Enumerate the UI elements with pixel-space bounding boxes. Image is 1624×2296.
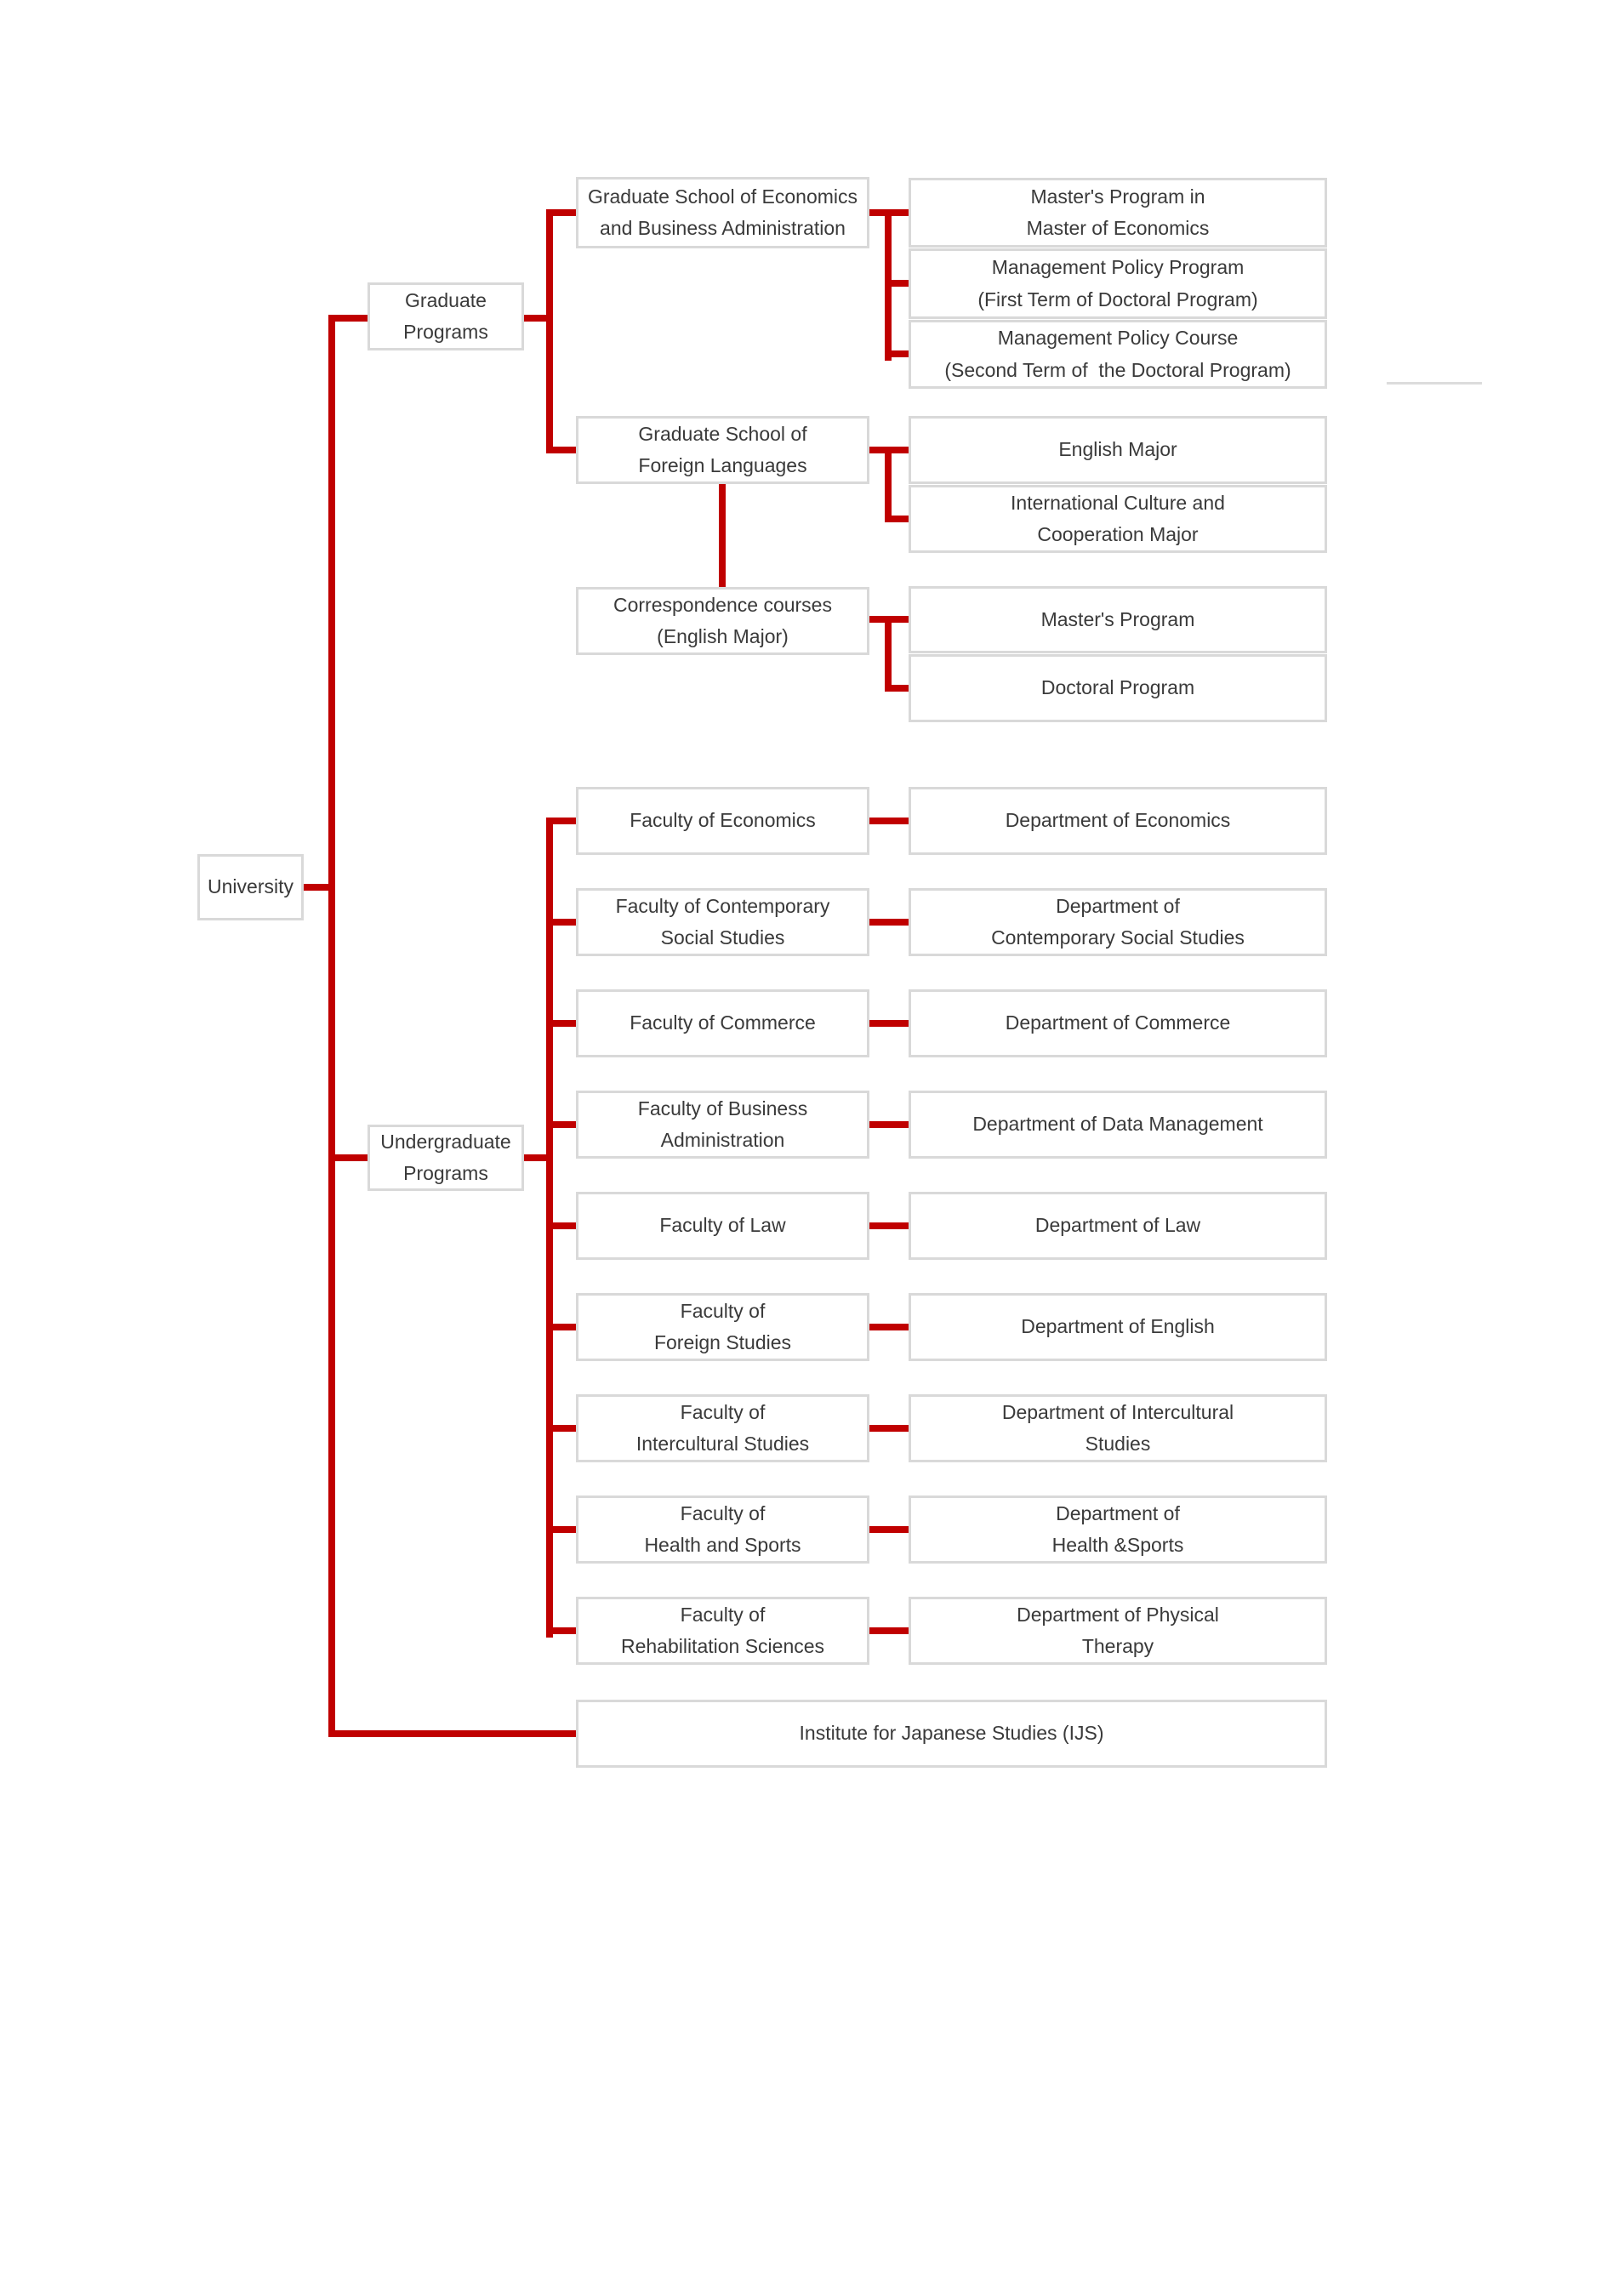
node-english-major: English Major bbox=[909, 416, 1327, 484]
node-intl-culture-major: International Culture and Cooperation Ma… bbox=[909, 485, 1327, 553]
node-faculty-law: Faculty of Law bbox=[576, 1192, 869, 1260]
connector-correspondence-children-trunk bbox=[885, 616, 892, 692]
node-faculty-commerce: Faculty of Commerce bbox=[576, 989, 869, 1057]
node-dept-health-sports: Department of Health &Sports bbox=[909, 1496, 1327, 1564]
connector-to-faculty-business bbox=[546, 1121, 576, 1128]
connector-to-faculty-rehabilitation bbox=[546, 1627, 576, 1634]
connector-main-trunk bbox=[328, 315, 335, 1737]
connector-foreign-to-correspondence bbox=[719, 484, 726, 587]
node-dept-data-management: Department of Data Management bbox=[909, 1091, 1327, 1159]
connector-to-faculty-intercultural bbox=[546, 1425, 576, 1432]
node-faculty-foreign-studies: Faculty of Foreign Studies bbox=[576, 1293, 869, 1361]
connector-graduate-trunk bbox=[546, 209, 553, 453]
connector-intercultural-to-dept bbox=[869, 1425, 909, 1432]
node-faculty-health: Faculty of Health and Sports bbox=[576, 1496, 869, 1564]
node-correspondence-masters: Master's Program bbox=[909, 586, 1327, 653]
connector-trunk-to-graduate bbox=[328, 315, 368, 322]
connector-to-gs-foreign bbox=[546, 447, 576, 453]
connector-rehabilitation-to-dept bbox=[869, 1627, 909, 1634]
node-gs-foreign-languages: Graduate School of Foreign Languages bbox=[576, 416, 869, 484]
stray-gray-line bbox=[1387, 382, 1482, 385]
connector-to-mgmt-policy-course bbox=[885, 350, 909, 357]
node-faculty-intercultural: Faculty of Intercultural Studies bbox=[576, 1394, 869, 1462]
connector-graduate-to-gradtrunk bbox=[524, 315, 550, 322]
node-faculty-contemporary: Faculty of Contemporary Social Studies bbox=[576, 888, 869, 956]
connector-to-mgmt-policy-program bbox=[885, 280, 909, 287]
connector-to-doctoral bbox=[885, 685, 909, 692]
node-gs-economics: Graduate School of Economics and Busines… bbox=[576, 177, 869, 248]
node-institute-japanese-studies: Institute for Japanese Studies (IJS) bbox=[576, 1700, 1327, 1768]
connector-to-faculty-commerce bbox=[546, 1020, 576, 1027]
connector-to-faculty-contemporary bbox=[546, 919, 576, 926]
connector-law-to-dept bbox=[869, 1222, 909, 1229]
connector-to-intl-culture bbox=[885, 516, 909, 522]
node-dept-physical-therapy: Department of Physical Therapy bbox=[909, 1597, 1327, 1665]
node-dept-contemporary: Department of Contemporary Social Studie… bbox=[909, 888, 1327, 956]
node-dept-english: Department of English bbox=[909, 1293, 1327, 1361]
node-mgmt-policy-program: Management Policy Program (First Term of… bbox=[909, 248, 1327, 319]
connector-to-faculty-economics bbox=[546, 818, 576, 824]
node-faculty-economics: Faculty of Economics bbox=[576, 787, 869, 855]
node-university: University bbox=[197, 854, 304, 920]
connector-undergraduate-to-trunk bbox=[524, 1154, 550, 1161]
connector-to-faculty-law bbox=[546, 1222, 576, 1229]
node-mgmt-policy-course: Management Policy Course (Second Term of… bbox=[909, 320, 1327, 389]
connector-health-to-dept bbox=[869, 1526, 909, 1533]
node-dept-economics: Department of Economics bbox=[909, 787, 1327, 855]
connector-business-to-dept bbox=[869, 1121, 909, 1128]
node-faculty-business: Faculty of Business Administration bbox=[576, 1091, 869, 1159]
connector-economics-to-dept bbox=[869, 818, 909, 824]
connector-foreign-studies-to-dept bbox=[869, 1324, 909, 1330]
node-dept-intercultural: Department of Intercultural Studies bbox=[909, 1394, 1327, 1462]
connector-to-gs-economics bbox=[546, 209, 576, 216]
node-correspondence-courses: Correspondence courses (English Major) bbox=[576, 587, 869, 655]
connector-foreign-children-trunk bbox=[885, 447, 892, 522]
connector-trunk-to-undergraduate bbox=[328, 1154, 368, 1161]
node-dept-law: Department of Law bbox=[909, 1192, 1327, 1260]
node-dept-commerce: Department of Commerce bbox=[909, 989, 1327, 1057]
node-faculty-rehabilitation: Faculty of Rehabilitation Sciences bbox=[576, 1597, 869, 1665]
connector-commerce-to-dept bbox=[869, 1020, 909, 1027]
connector-trunk-to-institute bbox=[328, 1730, 576, 1737]
node-undergraduate-programs: Undergraduate Programs bbox=[368, 1125, 524, 1191]
node-correspondence-doctoral: Doctoral Program bbox=[909, 654, 1327, 722]
node-graduate-programs: Graduate Programs bbox=[368, 282, 524, 350]
node-masters-economics: Master's Program in Master of Economics bbox=[909, 178, 1327, 248]
connector-university-to-trunk bbox=[304, 884, 335, 891]
connector-contemporary-to-dept bbox=[869, 919, 909, 926]
connector-to-faculty-foreign-studies bbox=[546, 1324, 576, 1330]
connector-to-faculty-health bbox=[546, 1526, 576, 1533]
